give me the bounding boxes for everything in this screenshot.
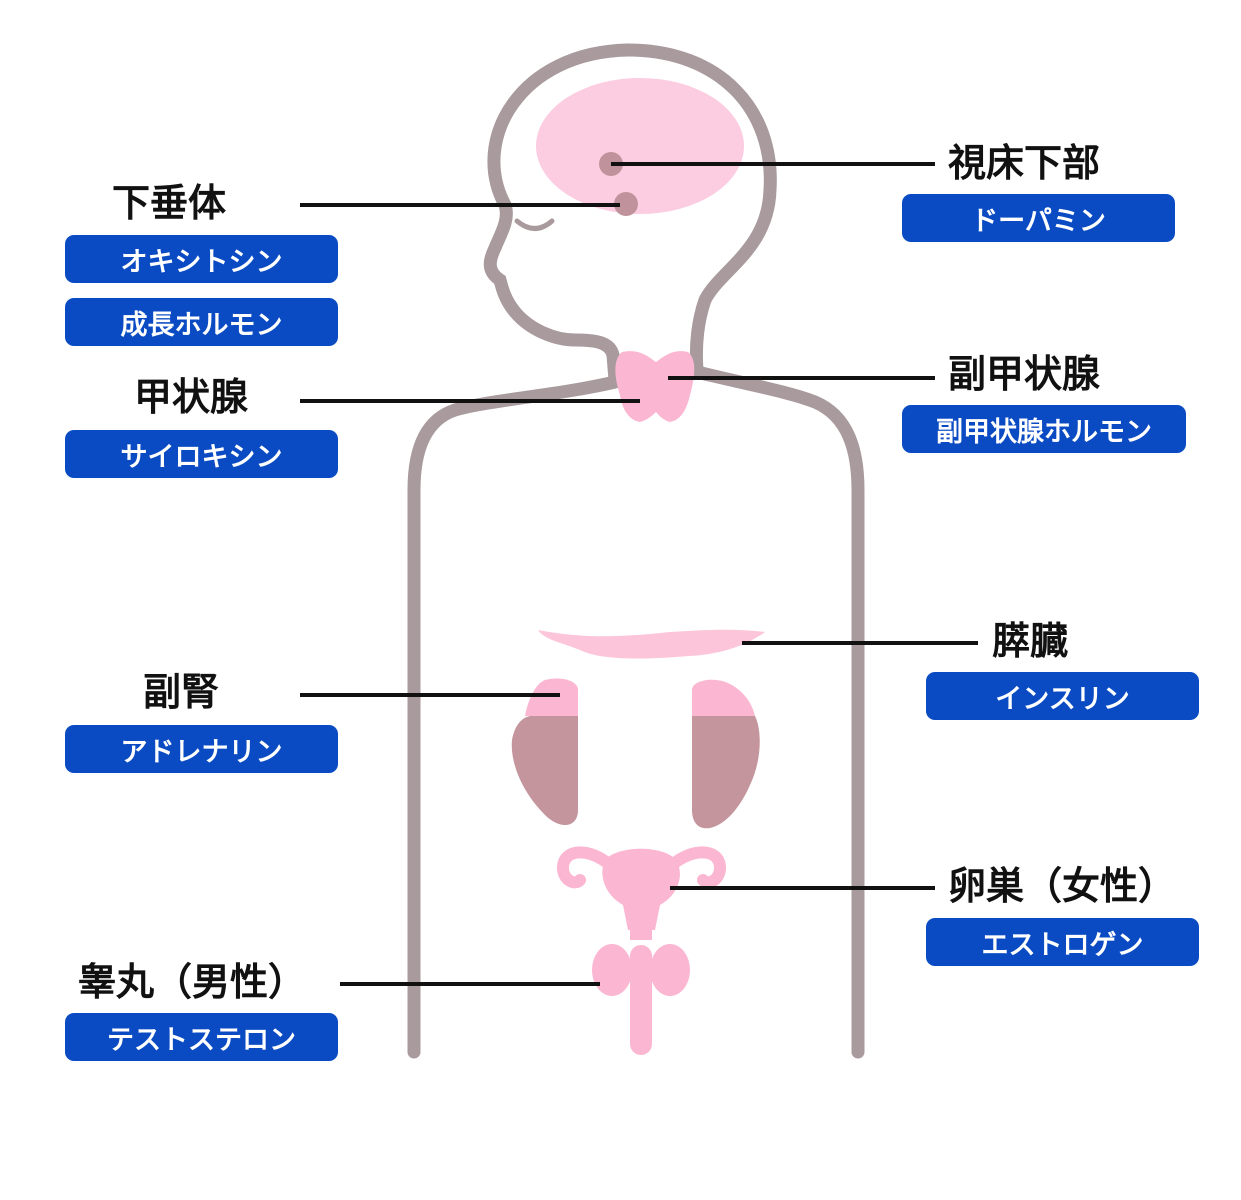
kidney-left — [511, 716, 578, 826]
testis-hormone-testosterone: テストステロン — [65, 1013, 338, 1061]
pituitary-label: 下垂体 — [112, 181, 227, 225]
thyroid-gland — [615, 351, 695, 422]
pancreas — [538, 629, 765, 659]
adrenal-label: 副腎 — [143, 670, 220, 714]
pituitary-dot — [614, 192, 638, 216]
testis-left — [592, 944, 632, 996]
penis — [630, 945, 652, 1055]
head-outline — [483, 43, 635, 387]
pancreas-label: 膵臓 — [992, 619, 1069, 663]
fallopian-tube-left — [557, 846, 616, 889]
parathyroid-hormone: 副甲状腺ホルモン — [902, 405, 1186, 453]
shoulder-right-outline — [690, 365, 865, 1059]
pituitary-hormone-growth: 成長ホルモン — [65, 298, 338, 346]
adrenal-right — [692, 679, 755, 716]
uterus — [602, 848, 680, 930]
hypothalamus-label: 視床下部 — [948, 141, 1101, 185]
ovary-hormone-estrogen: エストロゲン — [926, 918, 1199, 966]
kidney-right — [692, 716, 760, 829]
hypothalamus-hormone-dopamine: ドーパミン — [902, 194, 1175, 242]
vagina — [630, 905, 652, 940]
pancreas-hormone-insulin: インスリン — [926, 672, 1199, 720]
head-back-outline — [621, 43, 777, 377]
brain — [536, 78, 744, 214]
thyroid-label: 甲状腺 — [134, 375, 249, 419]
testis-label: 睾丸（男性） — [78, 960, 307, 1004]
fallopian-tube-right — [666, 846, 726, 889]
adrenal-hormone-adrenaline: アドレナリン — [65, 725, 338, 773]
parathyroid-label: 副甲状腺 — [948, 352, 1101, 396]
ovary-label: 卵巣（女性） — [948, 864, 1177, 908]
thyroid-hormone-thyroxine: サイロキシン — [65, 430, 338, 478]
closed-eye — [514, 218, 555, 231]
adrenal-left — [525, 678, 578, 716]
testis-right — [650, 944, 690, 996]
shoulder-left-outline — [407, 375, 622, 1059]
pituitary-hormone-oxytocin: オキシトシン — [65, 235, 338, 283]
